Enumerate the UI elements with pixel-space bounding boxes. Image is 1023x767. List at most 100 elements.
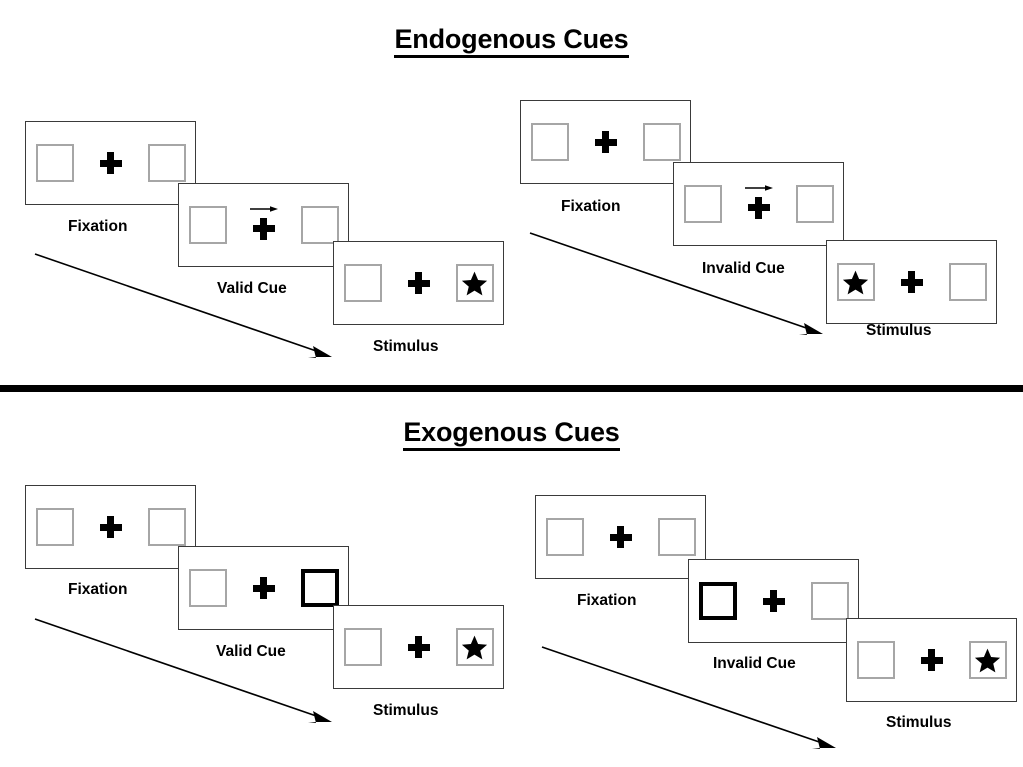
- star-target-icon: [461, 635, 488, 659]
- section-divider: [0, 385, 1023, 392]
- stimulus-box-right: [642, 123, 681, 161]
- fixation-cross-icon: [747, 196, 770, 219]
- caption-endo-valid-stimulus: Stimulus: [373, 338, 439, 355]
- stimulus-box-left: [530, 123, 569, 161]
- spacer: [617, 142, 643, 143]
- fixation-cross-icon: [594, 131, 617, 153]
- caption-exo-invalid-stimulus: Stimulus: [886, 714, 952, 731]
- panel-exo-valid-stimulus: [333, 605, 504, 689]
- arrow-right-cue-icon: [249, 206, 278, 212]
- stimulus-box-left: [188, 569, 227, 607]
- panel-exo-valid-fixation: [25, 485, 196, 569]
- fixation-cross-icon: [407, 636, 430, 658]
- stimulus-box-right: [795, 185, 834, 223]
- stimulus-box-left: [35, 144, 74, 182]
- stimulus-box-left-cued: [698, 582, 737, 620]
- spacer: [74, 527, 100, 528]
- fixation-cross-icon: [900, 271, 923, 293]
- caption-exo-valid-fixation: Fixation: [68, 581, 128, 598]
- spacer: [584, 537, 610, 538]
- trial-progression-arrow-endo-invalid: [529, 232, 823, 335]
- panel-exo-invalid-cue: [688, 559, 859, 643]
- star-target-icon: [974, 648, 1001, 672]
- spacer: [722, 204, 748, 205]
- panel-exo-valid-cue: [178, 546, 349, 630]
- spacer: [430, 647, 456, 648]
- cue-center-cluster: [744, 185, 773, 223]
- fixation-cross-icon: [99, 516, 122, 538]
- section-title-exogenous: Exogenous Cues: [0, 417, 1023, 451]
- spacer: [430, 283, 456, 284]
- section-title-endogenous-text: Endogenous Cues: [394, 24, 629, 58]
- spacer: [382, 283, 408, 284]
- star-target-icon: [461, 271, 488, 295]
- stimulus-box-right: [948, 263, 987, 301]
- panel-exo-invalid-fixation: [535, 495, 706, 579]
- spacer: [227, 588, 253, 589]
- cue-center-cluster: [249, 206, 278, 244]
- caption-exo-invalid-fixation: Fixation: [577, 592, 637, 609]
- spacer: [632, 537, 658, 538]
- fixation-cross-icon: [99, 152, 122, 174]
- fixation-cross-icon: [920, 649, 943, 671]
- spacer: [74, 163, 100, 164]
- spacer: [770, 204, 796, 205]
- trial-progression-arrow-endo-valid: [34, 253, 332, 358]
- caption-endo-valid-fixation: Fixation: [68, 218, 128, 235]
- stimulus-box-left: [188, 206, 227, 244]
- caption-endo-invalid-fixation: Fixation: [561, 198, 621, 215]
- trial-progression-arrow-exo-invalid: [541, 646, 836, 749]
- caption-endo-invalid-cue: Invalid Cue: [702, 260, 785, 277]
- spacer: [122, 163, 148, 164]
- stimulus-box-left: [545, 518, 584, 556]
- spacer: [875, 282, 901, 283]
- panel-exo-invalid-stimulus: [846, 618, 1017, 702]
- spacer: [569, 142, 595, 143]
- stimulus-box-left: [343, 264, 382, 302]
- stimulus-box-right: [147, 144, 186, 182]
- spacer: [737, 601, 763, 602]
- spacer: [227, 225, 253, 226]
- stimulus-box-left: [343, 628, 382, 666]
- panel-endo-invalid-stimulus: [826, 240, 997, 324]
- panel-endo-valid-fixation: [25, 121, 196, 205]
- fixation-cross-icon: [252, 217, 275, 240]
- caption-endo-invalid-stimulus: Stimulus: [866, 322, 932, 339]
- stimulus-box-right: [455, 264, 494, 302]
- panel-endo-valid-stimulus: [333, 241, 504, 325]
- stimulus-box-right: [455, 628, 494, 666]
- stimulus-box-right: [300, 206, 339, 244]
- arrow-right-cue-icon: [744, 185, 773, 191]
- spacer: [382, 647, 408, 648]
- stimulus-box-right: [147, 508, 186, 546]
- section-title-endogenous: Endogenous Cues: [0, 24, 1023, 58]
- spacer: [122, 527, 148, 528]
- caption-exo-valid-stimulus: Stimulus: [373, 702, 439, 719]
- fixation-cross-icon: [252, 577, 275, 599]
- spacer: [785, 601, 811, 602]
- spacer: [923, 282, 949, 283]
- spacer: [895, 660, 921, 661]
- stimulus-box-left: [35, 508, 74, 546]
- fixation-cross-icon: [762, 590, 785, 612]
- panel-endo-invalid-fixation: [520, 100, 691, 184]
- section-title-exogenous-text: Exogenous Cues: [403, 417, 620, 451]
- spacer: [275, 225, 301, 226]
- panel-endo-valid-cue: [178, 183, 349, 267]
- stimulus-box-left: [836, 263, 875, 301]
- caption-endo-valid-cue: Valid Cue: [217, 280, 287, 297]
- stimulus-box-left: [683, 185, 722, 223]
- stimulus-box-right: [968, 641, 1007, 679]
- stimulus-box-right: [810, 582, 849, 620]
- trial-progression-arrow-exo-valid: [34, 618, 332, 723]
- spacer: [275, 588, 301, 589]
- panel-endo-invalid-cue: [673, 162, 844, 246]
- star-target-icon: [842, 270, 869, 294]
- fixation-cross-icon: [609, 526, 632, 548]
- caption-exo-valid-cue: Valid Cue: [216, 643, 286, 660]
- stimulus-box-right-cued: [300, 569, 339, 607]
- stimulus-box-left: [856, 641, 895, 679]
- caption-exo-invalid-cue: Invalid Cue: [713, 655, 796, 672]
- stimulus-box-right: [657, 518, 696, 556]
